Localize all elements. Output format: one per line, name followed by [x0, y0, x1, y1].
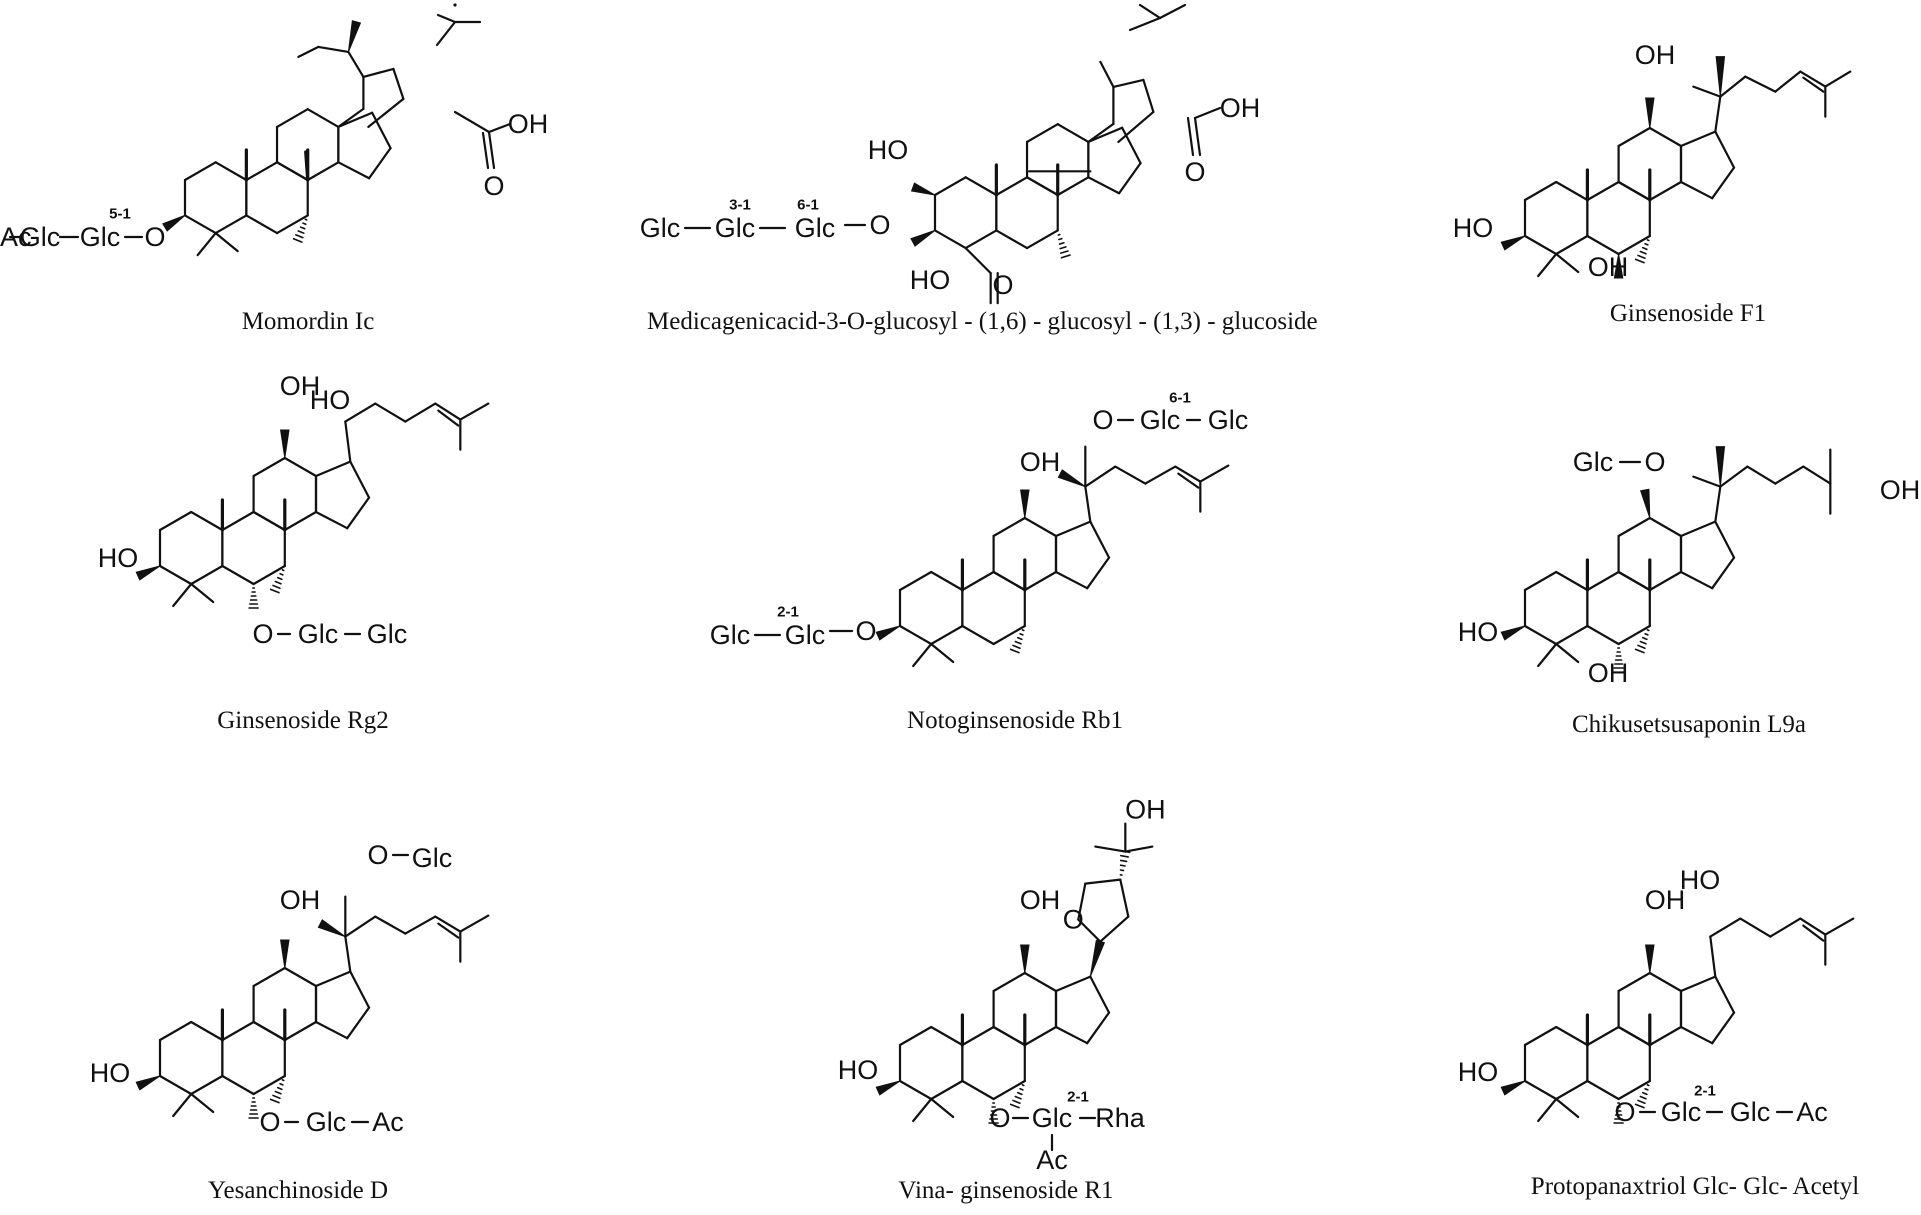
hydroxyl-label: OH	[1588, 252, 1629, 282]
hydroxyl-label: HO	[90, 1058, 131, 1088]
hydroxyl-label: OH	[1020, 885, 1061, 915]
glc-label: Glc	[1661, 1097, 1702, 1127]
ring-oxygen-label: O	[1063, 905, 1084, 935]
glc-label: Glc	[1140, 405, 1181, 435]
hydroxyl-label: OH	[280, 885, 321, 915]
glc-label: Glc	[640, 213, 681, 243]
carboxyl-hydroxyl-label: OH	[508, 109, 549, 139]
compound-name-ginsenoside-rg2: Ginsenoside Rg2	[217, 707, 389, 734]
ring-oxygen-label: O	[855, 616, 876, 646]
hydroxyl-label: HO	[1453, 213, 1494, 243]
glc-label: Glc	[1573, 447, 1614, 477]
rhamnose-label: Rha	[1095, 1103, 1146, 1133]
compound-name-yesanchinoside-d: Yesanchinoside D	[207, 1177, 389, 1204]
glycosidic-link-label: 6-1	[797, 197, 819, 214]
hydroxyl-label: HO	[1458, 1057, 1499, 1087]
ring-oxygen-label: O	[1644, 447, 1665, 477]
hydroxyl-label: OH	[1588, 658, 1629, 688]
acetyl-label: Ac	[372, 1107, 404, 1137]
glc-label: Glc	[20, 222, 61, 252]
glc-label: Glc	[367, 619, 408, 649]
carboxyl-hydroxyl-label: HO	[910, 265, 951, 295]
carbonyl-oxygen-label: O	[1184, 157, 1205, 187]
hydroxyl-label: HO	[838, 1055, 879, 1085]
glc-label: Glc	[306, 1107, 347, 1137]
hydroxyl-label: OH	[1020, 447, 1061, 477]
glc-label: Glc	[710, 620, 751, 650]
hydroxyl-label: OH	[1880, 475, 1921, 505]
ring-oxygen-label: O	[869, 210, 890, 240]
glc-label: Glc	[80, 222, 121, 252]
glc-label: Glc	[1208, 405, 1249, 435]
compound-name-notoginsenoside-rb1: Notoginsenoside Rb1	[907, 707, 1123, 734]
glycosidic-link-label: 3-1	[729, 197, 751, 214]
ring-oxygen-label: O	[259, 1107, 280, 1137]
ring-oxygen-label: O	[252, 619, 273, 649]
glc-label: Glc	[795, 213, 836, 243]
carboxyl-hydroxyl-label: OH	[1220, 93, 1261, 123]
ring-oxygen-label: O	[367, 840, 388, 870]
compound-name-vina-ginsenoside-r1: Vina- ginsenoside R1	[898, 1177, 1114, 1204]
compound-name-medicagenic-acid-glucoside: Medicagenicacid-3-O-glucosyl - (1,6) - g…	[647, 308, 1318, 335]
acetyl-label: Ac	[1796, 1097, 1828, 1127]
hydroxyl-label: OH	[1645, 885, 1686, 915]
hydroxyl-label: OH	[280, 371, 321, 401]
structure-ginsenoside-f1: HO OH OH	[1453, 40, 1852, 282]
glycosidic-link-label: 2-1	[1694, 1083, 1716, 1100]
hydroxyl-label: HO	[868, 135, 909, 165]
glycosidic-link-label: 2-1	[777, 604, 799, 621]
glc-label: Glc	[412, 843, 453, 873]
compound-name-chikusetsusaponin-l9a: Chikusetsusaponin L9a	[1571, 711, 1806, 738]
carbonyl-oxygen-label: O	[992, 270, 1013, 300]
compound-name-momordin-ic: Momordin Ic	[241, 308, 375, 335]
hydroxyl-label: HO	[310, 385, 351, 415]
hydroxyl-label: HO	[1458, 617, 1499, 647]
hydroxyl-label: OH	[1125, 795, 1166, 825]
ring-oxygen-label: O	[1092, 405, 1113, 435]
hydroxyl-label: HO	[1680, 865, 1721, 895]
compound-name-ginsenoside-f1: Ginsenoside F1	[1609, 300, 1767, 327]
glycosidic-link-label: 6-1	[1169, 390, 1191, 407]
glc-label: Glc	[1730, 1097, 1771, 1127]
glc-label: Glc	[1032, 1103, 1073, 1133]
acetyl-label: Ac	[0, 222, 32, 252]
acetyl-label: Ac	[1036, 1145, 1068, 1175]
ring-oxygen-label: O	[144, 222, 165, 252]
glycosidic-link-label: 2-1	[1067, 1089, 1089, 1106]
hydroxyl-label: OH	[1635, 40, 1676, 70]
glycosidic-link-label: 5-1	[109, 206, 131, 223]
carbonyl-oxygen-label: O	[483, 171, 504, 201]
glc-label: Glc	[298, 619, 339, 649]
glc-label: Glc	[715, 213, 756, 243]
ring-oxygen-label: O	[1614, 1097, 1635, 1127]
glc-label: Glc	[785, 620, 826, 650]
compound-name-protopanaxtriol-glc-glc-acetyl: Protopanaxtriol Glc- Glc- Acetyl	[1530, 1173, 1860, 1200]
hydroxyl-label: HO	[98, 543, 139, 573]
ring-oxygen-label: O	[989, 1103, 1010, 1133]
